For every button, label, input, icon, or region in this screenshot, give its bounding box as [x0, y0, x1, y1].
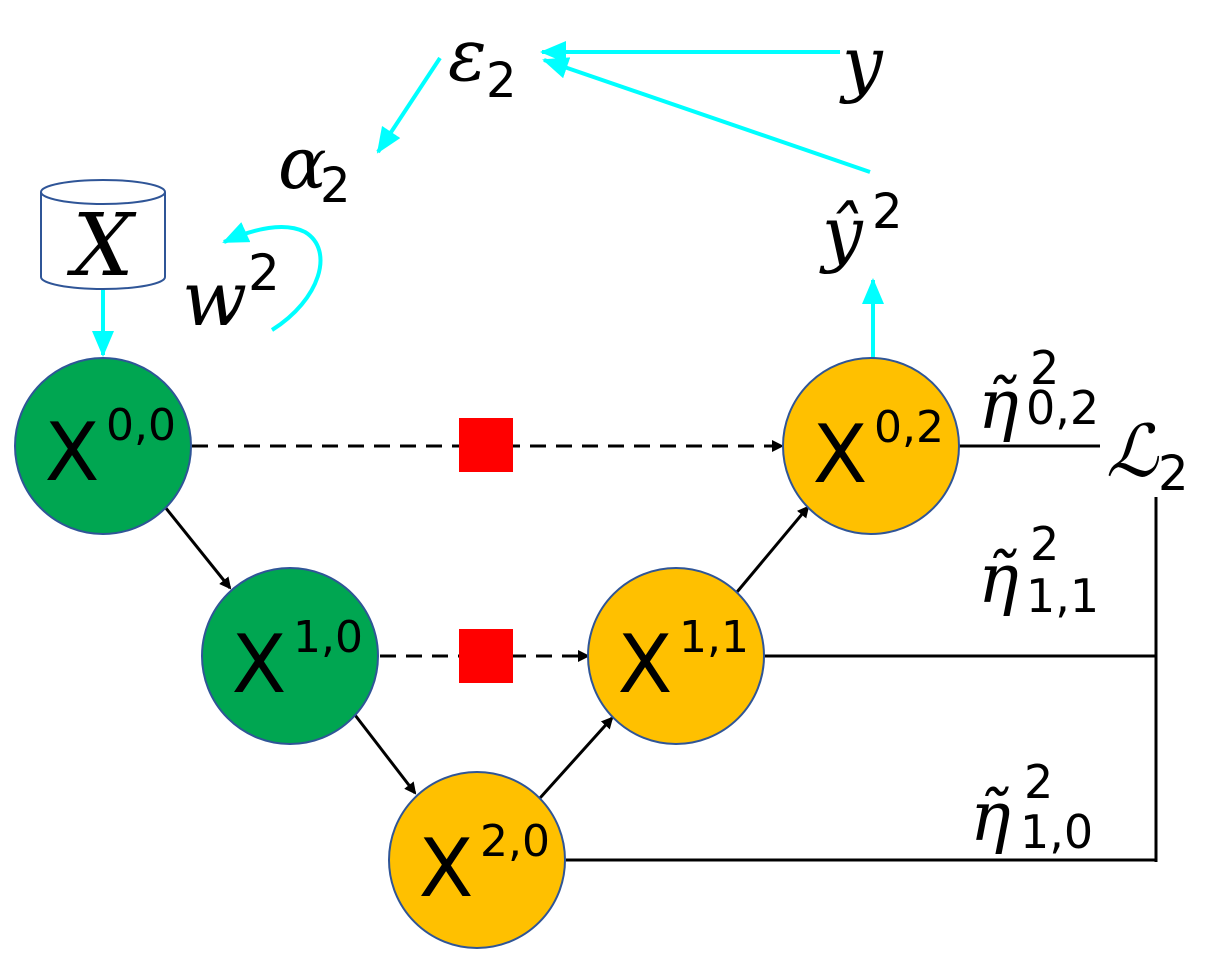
node-x20-base: X: [419, 822, 474, 915]
label-alpha-base: α: [278, 121, 327, 205]
label-yhat-sup: 2: [872, 184, 903, 240]
node-x20: X 2,0: [388, 771, 566, 949]
node-x11: X 1,1: [587, 567, 765, 745]
node-x11-sup: 1,1: [679, 612, 749, 663]
label-eta-02: η̃ 2 0,2: [978, 341, 1099, 445]
label-eta-10-sup: 2: [1024, 755, 1053, 809]
node-x00-base: X: [45, 406, 100, 499]
node-x00: X 0,0: [14, 357, 192, 535]
node-x02-sup: 0,2: [874, 402, 944, 453]
node-x10-sup: 1,0: [293, 612, 363, 663]
label-eta-11-sub: 1,1: [1026, 569, 1099, 623]
input-symbol: X: [66, 196, 137, 296]
node-x11-base: X: [618, 618, 673, 711]
skip-marker-top: [459, 418, 513, 472]
label-epsilon-base: ε: [448, 13, 487, 97]
label-yhat: ŷ 2: [819, 184, 903, 275]
arrow-weight-update-loop: [222, 222, 323, 332]
arrow-yhat-to-epsilon: [542, 57, 871, 174]
label-alpha: α 2: [278, 121, 351, 214]
label-alpha-sub: 2: [320, 158, 351, 214]
edge-x11-to-x02: [735, 505, 810, 593]
label-epsilon: ε 2: [448, 13, 517, 109]
label-eta-10-sub: 1,0: [1020, 805, 1093, 859]
node-x02-base: X: [813, 408, 868, 501]
label-weight: w 2: [182, 244, 280, 343]
label-epsilon-sub: 2: [486, 53, 517, 109]
node-x10-base: X: [232, 618, 287, 711]
label-eta-02-sub: 0,2: [1026, 381, 1099, 435]
node-x00-sup: 0,0: [106, 400, 176, 451]
label-eta-11-base: η̃: [978, 540, 1019, 619]
edge-x10-to-x20: [353, 714, 417, 795]
label-eta-11-sup: 2: [1030, 517, 1059, 571]
database-cylinder-icon: [40, 179, 166, 290]
edge-x00-to-x10: [163, 506, 232, 590]
arrow-epsilon-to-alpha: [376, 56, 442, 154]
label-loss-base: ℒ: [1106, 409, 1160, 493]
label-eta-10-base: η̃: [970, 778, 1011, 857]
node-x10: X 1,0: [201, 567, 379, 745]
label-loss: ℒ 2: [1106, 409, 1189, 502]
label-eta-02-base: η̃: [978, 366, 1019, 445]
node-x02: X 0,2: [782, 357, 960, 535]
label-loss-sub: 2: [1158, 446, 1189, 502]
label-weight-base: w: [182, 254, 247, 343]
label-eta-10: η̃ 2 1,0: [970, 755, 1093, 859]
node-x20-sup: 2,0: [480, 816, 550, 867]
label-yhat-base: ŷ: [819, 191, 864, 275]
label-eta-11: η̃ 2 1,1: [978, 517, 1099, 623]
label-weight-sup: 2: [248, 244, 280, 302]
edge-x20-to-x11: [538, 716, 614, 800]
label-eta-02-sup: 2: [1030, 341, 1059, 395]
skip-marker-middle: [459, 629, 513, 683]
label-y: y: [839, 21, 884, 105]
